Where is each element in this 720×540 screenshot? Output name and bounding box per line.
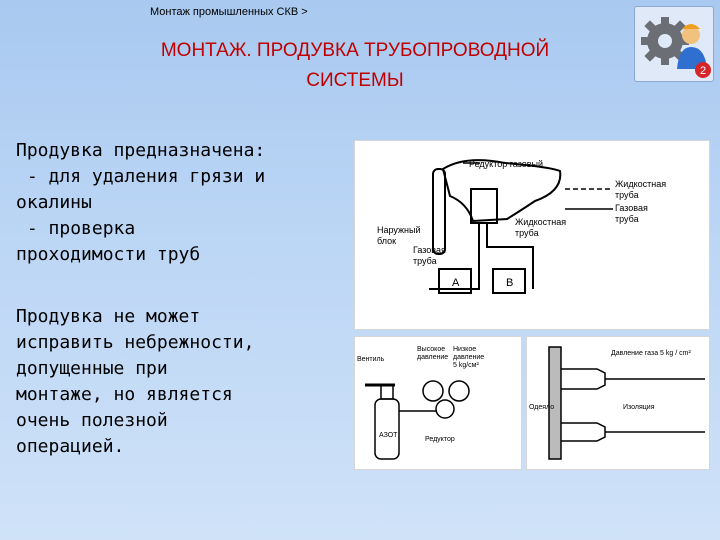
badge — [695, 62, 711, 78]
label-reducer: Редуктор — [425, 436, 455, 443]
label-cylinder: АЗОТ — [379, 432, 398, 439]
label-gas-pipe: Газовая — [413, 245, 446, 255]
badge-number: 2 — [700, 65, 706, 77]
label-high-pressure: Высокое — [417, 346, 445, 353]
para1-line: окалины — [16, 192, 92, 213]
para2-line: операцией. — [16, 436, 125, 457]
para2-line: исправить небрежности, — [16, 332, 255, 353]
para2-line: Продувка не может — [16, 306, 201, 327]
label-valve: Вентиль — [357, 356, 385, 363]
label-low-pressure: Низкое — [453, 346, 476, 353]
para1-line: - проверка — [16, 218, 136, 239]
title-line-1: МОНТАЖ. ПРОДУВКА ТРУБОПРОВОДНОЙ — [160, 40, 550, 61]
para2-line: монтаже, но является — [16, 384, 233, 405]
label-low-pressure: давление — [453, 354, 484, 361]
label-reducer: Редуктор газовый — [469, 159, 543, 169]
logo: 2 — [634, 6, 714, 82]
label-high-pressure: давление — [417, 354, 448, 361]
label-gas-pipe-right: Газовая — [615, 203, 648, 213]
diagram-gauges: Вентиль Высокое давление Низкое давление… — [354, 336, 522, 470]
label-insulation: Изоляция — [623, 404, 655, 411]
label-liquid-pipe: Жидкостная — [515, 217, 566, 227]
label-gas-pipe: труба — [413, 256, 437, 266]
diagram-pipe: Давление газа 5 kg / cm² Одеяло Изоляция — [526, 336, 710, 470]
label-low-value: 5 kg/см² — [453, 362, 479, 369]
label-liquid-pipe: труба — [515, 228, 539, 238]
para2-line: допущенные при — [16, 358, 168, 379]
label-unit-b: B — [506, 277, 513, 289]
para1-line: проходимости труб — [16, 244, 201, 265]
label-unit-a: A — [452, 277, 460, 289]
label-hand: Одеяло — [529, 404, 554, 411]
label-outdoor-unit: Наружный — [377, 225, 421, 235]
title-line-2: СИСТЕМЫ — [306, 70, 404, 91]
body-text: Продувка предназначена: - для удаления г… — [16, 138, 346, 460]
label-pressure: Давление газа 5 kg / cm² — [611, 350, 691, 357]
page-title: МОНТАЖ. ПРОДУВКА ТРУБОПРОВОДНОЙ СИСТЕМЫ — [95, 36, 615, 96]
label-liquid-pipe-right: труба — [615, 190, 639, 200]
label-liquid-pipe-right: Жидкостная — [615, 179, 666, 189]
gear-worker-icon: 2 — [641, 17, 711, 78]
label-gas-pipe-right: труба — [615, 214, 639, 224]
para1-line: - для удаления грязи и — [16, 166, 266, 187]
diagram-main: Редуктор газовый Наружный блок Газовая т… — [354, 140, 710, 330]
label-outdoor-unit: блок — [377, 236, 396, 246]
para2-line: очень полезной — [16, 410, 168, 431]
para1-line: Продувка предназначена: — [16, 140, 266, 161]
breadcrumb[interactable]: Монтаж промышленных СКВ > — [150, 6, 308, 18]
